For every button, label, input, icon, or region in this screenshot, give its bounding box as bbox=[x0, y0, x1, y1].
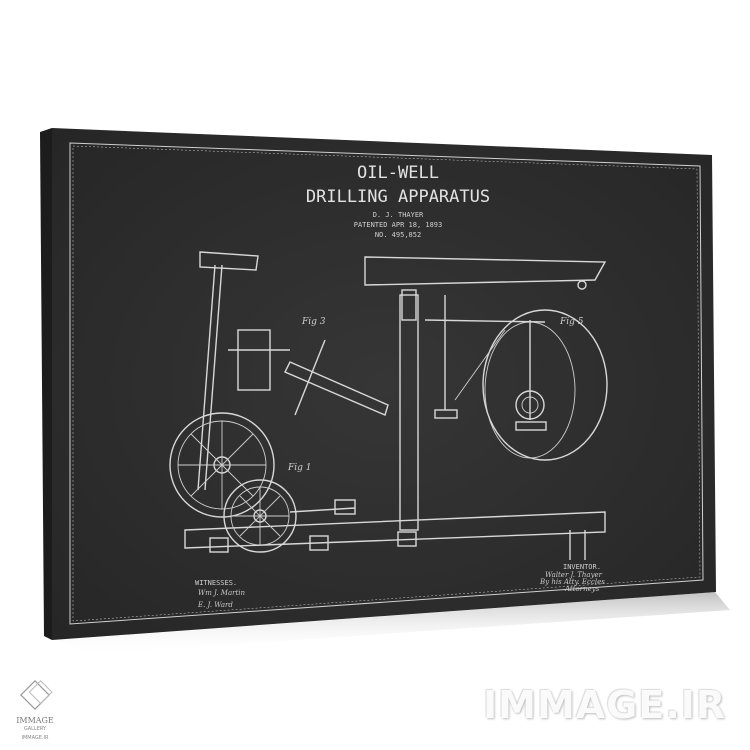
figure-label-1: Fig 1 bbox=[287, 463, 311, 473]
inventor-label: INVENTOR. bbox=[563, 563, 601, 571]
patent-drawing bbox=[169, 251, 608, 560]
figure-label-5: Fig 5 bbox=[559, 317, 584, 327]
watermark-logo-text: IMMAGE bbox=[16, 716, 54, 725]
figure-label-3: Fig 3 bbox=[301, 317, 326, 327]
drawing-border bbox=[69, 142, 704, 625]
watermark-logo: IMMAGE GALLERY IMMAGE.IR bbox=[14, 716, 56, 743]
witnesses-label: WITNESSES. bbox=[195, 579, 237, 587]
inventor-signature-3: Attorneys bbox=[564, 585, 600, 593]
drawing-border-inner bbox=[72, 145, 701, 622]
watermark-text: IMMAGE.IR bbox=[483, 683, 727, 727]
inventor-signature-1: Walter J. Thayer bbox=[545, 571, 603, 579]
patent-date: PATENTED APR 18, 1893 bbox=[354, 221, 443, 229]
canvas-shadow bbox=[60, 592, 730, 655]
watermark-logo-sub: GALLERY bbox=[23, 726, 47, 732]
canvas-front bbox=[52, 128, 716, 640]
witness-signature-2: E. J. Ward bbox=[197, 601, 233, 609]
patent-number: NO. 495,852 bbox=[375, 231, 421, 239]
witness-signature-1: Wm J. Martin bbox=[198, 589, 246, 597]
inventor-name: D. J. THAYER bbox=[373, 211, 424, 219]
watermark-logo-url: IMMAGE.IR bbox=[21, 735, 49, 741]
immage-logo-icon bbox=[20, 680, 53, 710]
title-line-2: DRILLING APPARATUS bbox=[306, 187, 490, 207]
inventor-signature-2: By his Atty. Eccles bbox=[539, 578, 605, 586]
title-line-1: OIL-WELL bbox=[357, 163, 439, 183]
canvas-side-edge bbox=[40, 128, 52, 640]
